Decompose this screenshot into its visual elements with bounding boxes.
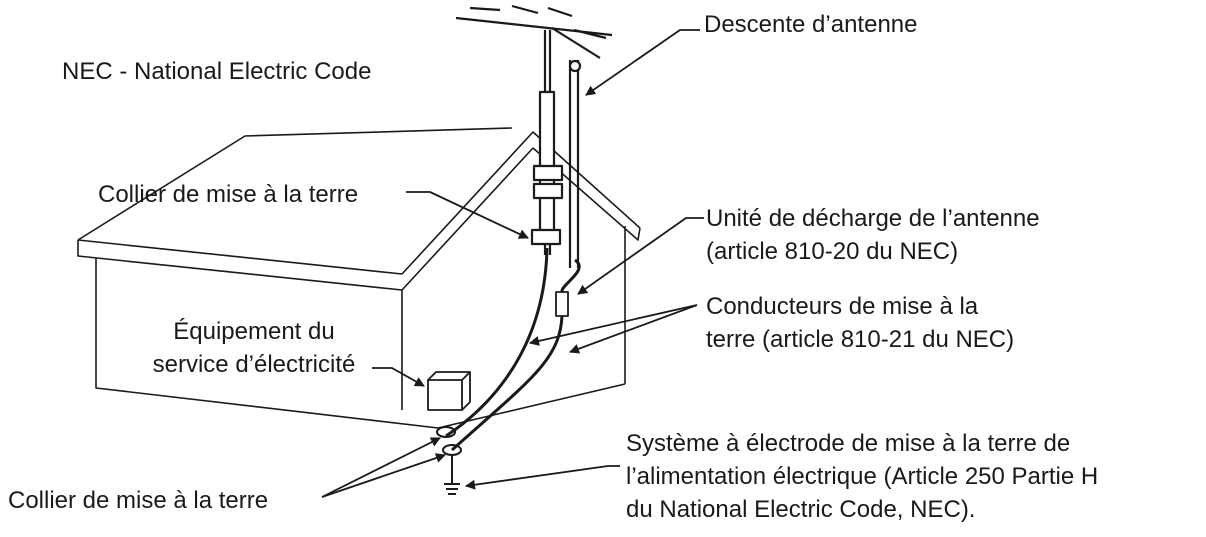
label-discharge-unit-line-2: (article 810-20 du NEC) [706, 238, 959, 265]
leader-arrows [321, 29, 704, 498]
label-antenna-lead-in: Descente d’antenne [704, 11, 918, 38]
label-discharge-unit-line-1: Unité de décharge de l’antenne [706, 205, 1040, 232]
ground-electrode [436, 426, 462, 495]
label-electrode-system-line-2: l’alimentation électrique (Article 250 P… [626, 463, 1099, 490]
cables [445, 247, 581, 452]
label-electrode-system: Système à électrode de mise à la terre d… [626, 427, 1098, 526]
label-electric-service-equipment: Équipement du service d’électricité [118, 315, 390, 381]
label-electrode-system-line-3: du National Electric Code, NEC). [626, 496, 976, 523]
nec-title: NEC - National Electric Code [62, 58, 372, 85]
label-grounding-conductors: Conducteurs de mise à la terre (article … [706, 290, 1014, 356]
label-electrode-system-line-1: Système à électrode de mise à la terre d… [626, 430, 1071, 457]
house-outline [77, 127, 641, 429]
antenna [455, 4, 613, 268]
label-electric-service-line-1: Équipement du [173, 318, 335, 345]
label-grounding-conductors-line-1: Conducteurs de mise à la [706, 293, 979, 320]
label-ground-clamp-bottom: Collier de mise à la terre [8, 487, 269, 514]
label-electric-service-line-2: service d’électricité [152, 351, 356, 378]
label-discharge-unit: Unité de décharge de l’antenne (article … [706, 202, 1040, 268]
service-equipment-box [427, 371, 471, 411]
label-grounding-conductors-line-2: terre (article 810-21 du NEC) [706, 326, 1015, 353]
label-ground-clamp-top: Collier de mise à la terre [98, 181, 359, 208]
